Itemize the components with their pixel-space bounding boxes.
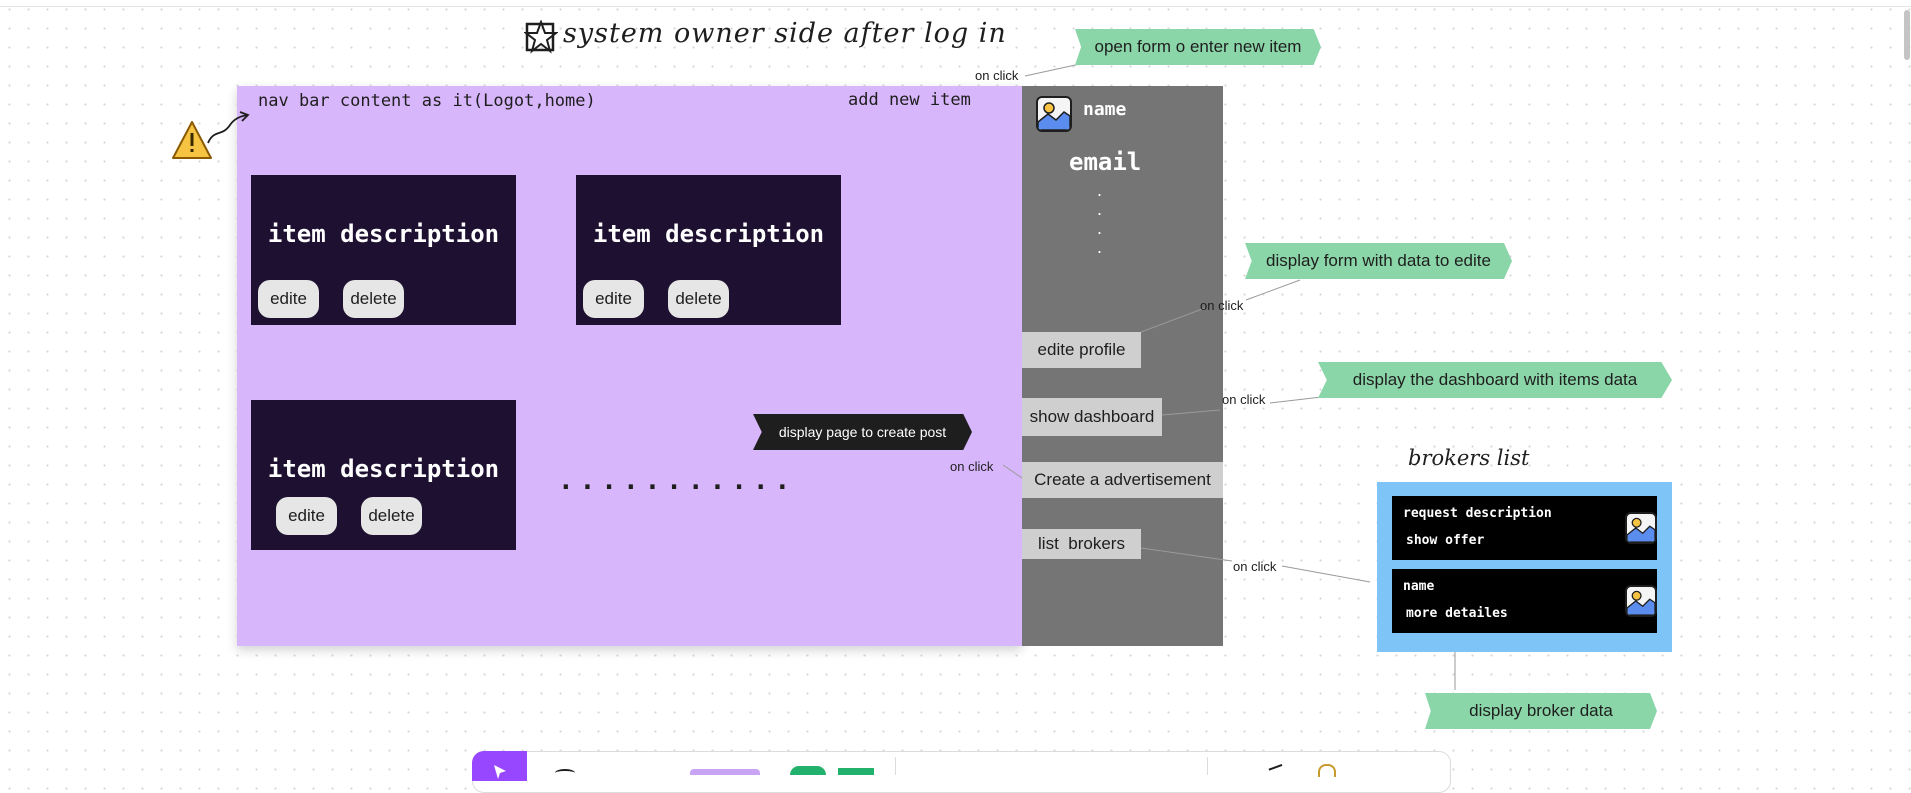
note-open-form: open form o enter new item: [1075, 29, 1321, 65]
placeholder-dot: .: [1097, 180, 1103, 200]
create-post-note: display page to create post: [753, 414, 972, 450]
edit-button[interactable]: edite: [276, 497, 337, 535]
item-card: item description edite delete: [251, 400, 516, 550]
sticky-note-tool-icon[interactable]: [690, 769, 760, 775]
stamp-tool-icon[interactable]: [1318, 764, 1336, 777]
pen-tool-icon[interactable]: [555, 769, 575, 777]
bottom-toolbar: [472, 751, 1451, 793]
toolbar-divider: [895, 757, 896, 775]
note-display-dashboard: display the dashboard with items data: [1318, 362, 1672, 398]
show-dashboard-button[interactable]: show dashboard: [1022, 398, 1162, 436]
note-display-edit-form: display form with data to edite: [1245, 243, 1512, 279]
broker-item-title: name: [1403, 579, 1435, 594]
table-tool-icon[interactable]: [838, 768, 874, 775]
select-tool-button[interactable]: [472, 751, 527, 781]
avatar-image-icon: [1036, 96, 1072, 132]
note-display-broker-data: display broker data: [1425, 693, 1657, 729]
edit-button[interactable]: edite: [583, 280, 644, 318]
on-click-label: on click: [1200, 298, 1244, 313]
profile-name: name: [1083, 99, 1127, 120]
placeholder-dot: .: [1097, 199, 1103, 219]
page-title: system owner side after log in: [563, 18, 1007, 49]
list-brokers-button[interactable]: list brokers: [1022, 529, 1141, 559]
toolbar-divider: [1207, 757, 1208, 775]
item-description: item description: [267, 220, 500, 248]
broker-list-item[interactable]: name more detailes: [1392, 569, 1657, 633]
broker-item-title: request description: [1403, 506, 1552, 521]
item-card: item description edite delete: [576, 175, 841, 325]
star-box-icon: [524, 20, 558, 54]
delete-button[interactable]: delete: [361, 497, 422, 535]
add-new-item-link[interactable]: add new item: [848, 90, 971, 110]
image-icon: [1625, 512, 1657, 544]
more-items-ellipsis: ...........: [558, 466, 797, 496]
shape-tool-icon[interactable]: [790, 766, 826, 775]
main-frame: [237, 86, 1022, 646]
brokers-list-panel: request description show offer name more…: [1377, 482, 1672, 652]
edit-button[interactable]: edite: [258, 280, 319, 318]
scrollbar[interactable]: [1904, 10, 1910, 60]
profile-email: email: [1069, 148, 1142, 176]
on-click-label: on click: [1222, 392, 1266, 407]
on-click-label: on click: [1233, 559, 1277, 574]
top-divider: [0, 6, 1911, 7]
on-click-label: on click: [975, 68, 1019, 83]
broker-list-item[interactable]: request description show offer: [1392, 496, 1657, 560]
placeholder-dot: .: [1097, 218, 1103, 238]
broker-item-link[interactable]: more detailes: [1406, 606, 1508, 621]
brokers-list-title: brokers list: [1408, 446, 1530, 470]
item-description: item description: [592, 220, 825, 248]
delete-button[interactable]: delete: [343, 280, 404, 318]
placeholder-dot: .: [1097, 237, 1103, 257]
image-icon: [1625, 585, 1657, 617]
item-description: item description: [267, 455, 500, 483]
edit-profile-button[interactable]: edite profile: [1022, 332, 1141, 368]
broker-item-link[interactable]: show offer: [1406, 533, 1485, 548]
create-advertisement-button[interactable]: Create a advertisement: [1022, 462, 1223, 498]
on-click-label: on click: [950, 459, 994, 474]
nav-bar-text: nav bar content as it(Logot,home): [258, 91, 596, 111]
item-card: item description edite delete: [251, 175, 516, 325]
warning-icon: [172, 111, 250, 159]
delete-button[interactable]: delete: [668, 280, 729, 318]
